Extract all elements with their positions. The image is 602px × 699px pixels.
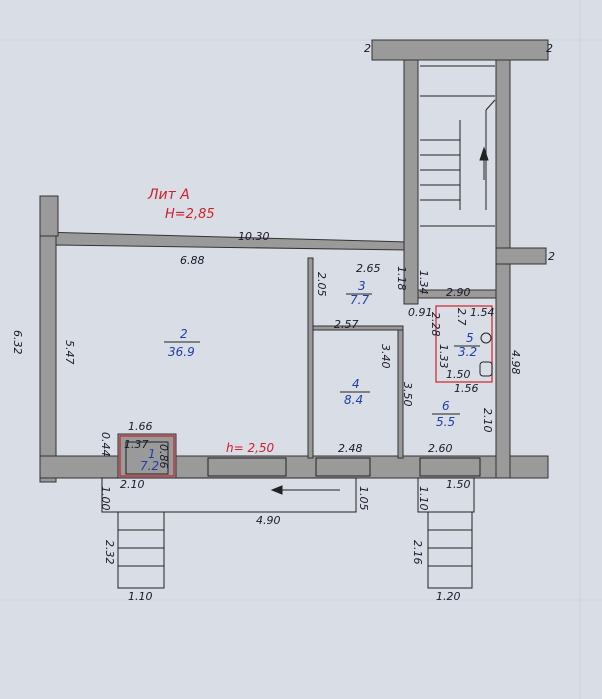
room-5-area: 3.2 [458, 345, 477, 359]
windows [207, 457, 481, 477]
dim-room3-height: 2.05 [315, 272, 328, 297]
room-4: 4 8.4 [340, 377, 370, 407]
room-4-area: 8.4 [344, 393, 363, 407]
vestibule [117, 433, 177, 479]
sink-icon [479, 361, 493, 377]
dim-stair-left-width: 1.10 [128, 590, 153, 603]
dim-room6-right: 2.10 [481, 408, 494, 433]
window-2 [315, 457, 371, 477]
bathroom-outline [435, 305, 493, 383]
dim-top-overall: 10.30 [238, 230, 270, 243]
room-4-number: 4 [352, 377, 360, 391]
dim-room4-height: 3.40 [379, 344, 392, 369]
dim-room5-c: 2.28 [429, 312, 442, 337]
dim-right-overall: 4.98 [509, 350, 522, 375]
room-2: 2 36.9 [164, 327, 200, 359]
bottom-wall [39, 455, 549, 479]
room-6-area: 5.5 [436, 415, 455, 429]
sheet-title: Лит А [147, 187, 190, 203]
dim-stair-right-length: 2.16 [411, 540, 424, 565]
right-wall [495, 247, 511, 479]
room-6: 6 5.5 [432, 399, 460, 429]
dim-porch-left-width: 2.10 [120, 478, 145, 491]
stair-shaft [420, 65, 496, 227]
dim-room5-b: 1.54 [470, 306, 495, 319]
dim-vest-side: 0.44 [99, 432, 112, 457]
dim-bottom-mid: 2.48 [338, 442, 363, 455]
porch-left [101, 477, 357, 513]
room-2-number: 2 [180, 327, 188, 341]
partition-2-4 [307, 257, 314, 459]
stair-partition [417, 289, 497, 299]
dim-porch-right-width: 1.50 [446, 478, 471, 491]
dim-bottom-overall: 4.90 [256, 514, 281, 527]
dim-porch-left-depth: 1.00 [99, 486, 112, 511]
room-5-number: 5 [466, 331, 474, 345]
porches [101, 477, 475, 589]
dim-vest-inner: 1.37 [124, 438, 149, 451]
left-top-stub [39, 195, 59, 237]
room-6-number: 6 [442, 399, 450, 413]
window-1 [207, 457, 287, 477]
dim-room6-bottom: 2.60 [428, 442, 453, 455]
dim-room4-width: 2.57 [334, 318, 359, 331]
stair-right [427, 511, 473, 589]
dim-vest-depth: 0.86 [157, 444, 170, 469]
toilet-icon [480, 332, 492, 344]
section-mark-mid-right: 2 [548, 250, 555, 263]
section-mark-top-right: 2 [546, 42, 553, 55]
dim-room6-height: 3.50 [401, 382, 414, 407]
room-1-area: 7.2 [140, 459, 159, 473]
bathroom-fixtures [479, 332, 493, 377]
room-5: 5 3.2 [454, 331, 480, 359]
dim-room5-g: 1.56 [454, 382, 479, 395]
room-1: 1 7.2 [140, 447, 159, 473]
height-label: Н=2,85 [165, 207, 215, 222]
dim-stair-right-width: 1.20 [436, 590, 461, 603]
dim-vest-width: 1.66 [128, 420, 153, 433]
walls [39, 39, 549, 483]
vestibule-red [119, 435, 175, 477]
room-3-number: 3 [358, 279, 366, 293]
dim-stair-gap: 1.18 [395, 266, 408, 291]
room-3-area: 7.7 [350, 293, 369, 307]
partition-3-4 [312, 325, 404, 331]
stair-side-wall [495, 247, 547, 265]
dim-corridor: 2.90 [446, 286, 471, 299]
dim-room3-width: 2.65 [356, 262, 381, 275]
stair-top-wall [371, 39, 549, 61]
room-2-area: 36.9 [168, 345, 195, 359]
dim-porch-mid-depth: 1.05 [357, 486, 370, 511]
window-3 [419, 457, 481, 477]
top-wall [39, 231, 409, 456]
stair-wall-right [495, 57, 511, 251]
room-1-number: 1 [148, 447, 156, 461]
dim-room2-height: 5.47 [63, 340, 76, 365]
dim-room5-a: 0.91 [408, 306, 433, 319]
wall-height-label: h= 2,50 [226, 441, 275, 455]
dim-left-overall: 6.32 [11, 330, 24, 355]
dim-stair-landing: 1.34 [417, 270, 430, 295]
dim-porch-right-depth: 1.10 [417, 486, 430, 511]
dim-room5-d: 1.33 [437, 344, 450, 369]
dim-room5-e: 2.7 [455, 308, 468, 326]
dim-stair-left-length: 2.32 [103, 540, 116, 565]
room-3: 3 7.7 [346, 279, 372, 307]
left-wall [39, 199, 57, 483]
dim-room2-width: 6.88 [180, 254, 205, 267]
section-mark-top-left: 2 [364, 42, 371, 55]
stair-left [117, 511, 165, 589]
vestibule-inner [125, 441, 169, 475]
dim-room5-f: 1.50 [446, 368, 471, 381]
